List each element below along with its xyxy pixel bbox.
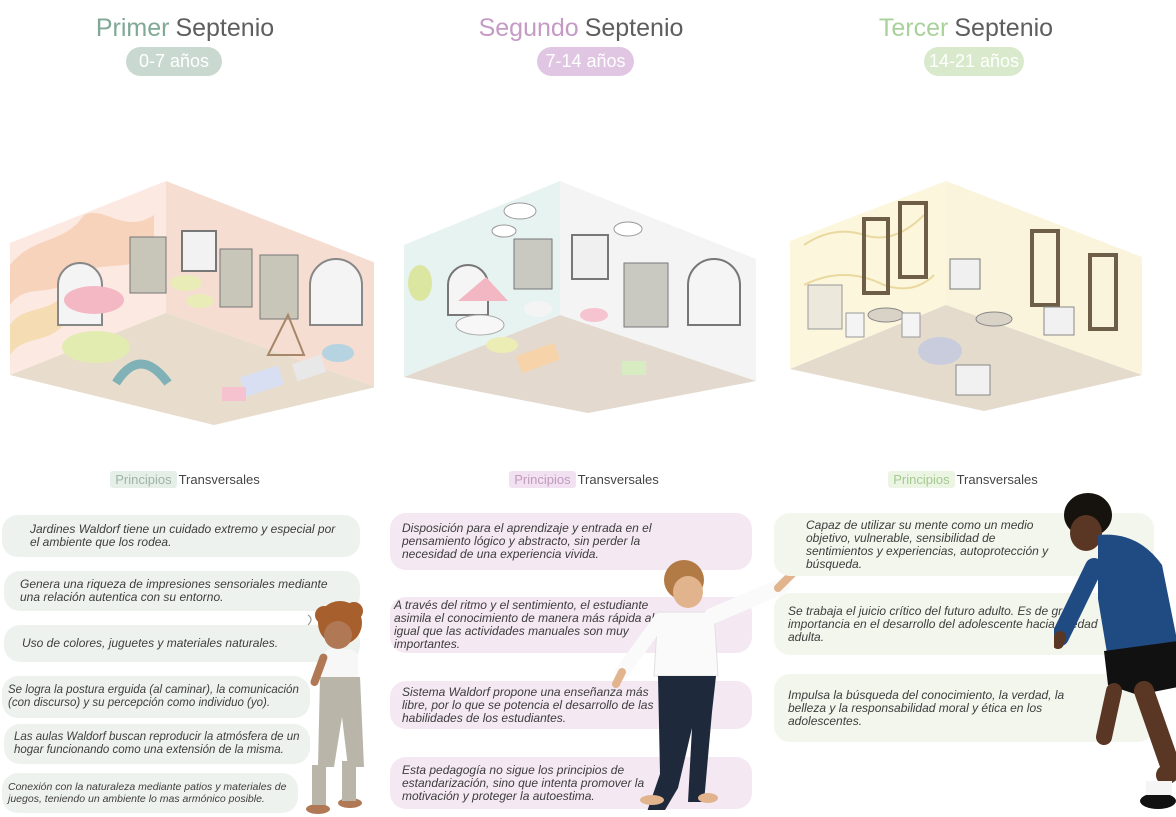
child-boy-illustration bbox=[612, 560, 800, 810]
title-rest: Septenio bbox=[584, 14, 684, 42]
principle-card: Jardines Waldorf tiene un cuidado extrem… bbox=[2, 515, 360, 557]
principle-card: Genera una riqueza de impresiones sensor… bbox=[4, 571, 360, 611]
principle-card: Las aulas Waldorf buscan reproducir la a… bbox=[4, 724, 310, 764]
title-accent: Tercer bbox=[878, 14, 949, 42]
subtitle-rest: Transversales bbox=[577, 472, 659, 487]
age-badge: 14-21 años bbox=[924, 47, 1024, 76]
subtitle-rest: Transversales bbox=[178, 472, 260, 487]
principle-card: Uso de colores, juguetes y materiales na… bbox=[4, 625, 360, 662]
principle-card: Conexión con la naturaleza mediante pati… bbox=[2, 773, 298, 813]
room-illustration-primary bbox=[404, 181, 756, 413]
teen-boy-illustration bbox=[1054, 493, 1176, 809]
subtitle-highlight: Principios bbox=[509, 471, 576, 488]
subtitle-highlight: Principios bbox=[888, 471, 955, 488]
room-illustration-kindergarten bbox=[10, 181, 374, 425]
principle-card: Se trabaja el juicio crítico del futuro … bbox=[774, 593, 1154, 655]
room-illustration-secondary bbox=[790, 181, 1142, 411]
title-rest: Septenio bbox=[954, 14, 1054, 42]
principle-card: Se logra la postura erguida (al caminar)… bbox=[2, 676, 310, 718]
title-accent: Segundo bbox=[478, 14, 579, 42]
age-badge: 7-14 años bbox=[537, 47, 634, 76]
age-badge: 0-7 años bbox=[126, 47, 222, 76]
title-accent: Primer bbox=[95, 14, 170, 42]
title-rest: Septenio bbox=[175, 14, 275, 42]
principle-card: Disposición para el aprendizaje y entrad… bbox=[390, 513, 752, 570]
toddler-illustration bbox=[306, 601, 364, 814]
subtitle-rest: Transversales bbox=[956, 472, 1038, 487]
principle-card: Impulsa la búsqueda del conocimiento, la… bbox=[774, 674, 1154, 742]
subtitle-highlight: Principios bbox=[110, 471, 177, 488]
